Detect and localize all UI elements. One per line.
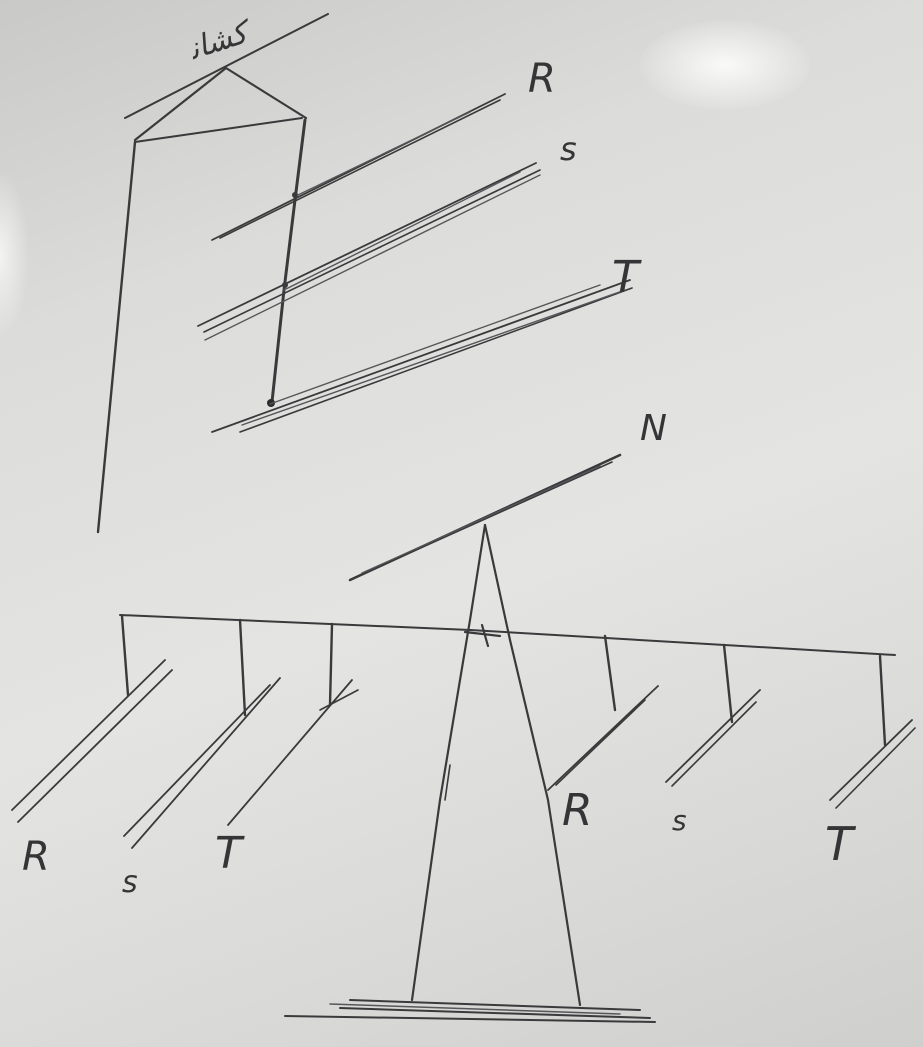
conductor-s-top	[197, 162, 541, 341]
label-r-bottom-left: R	[22, 834, 50, 880]
conductor-s-bottom-right	[665, 689, 761, 787]
header-note: ﻛﺸﺎﻧ	[184, 14, 257, 67]
pole-right-leg	[270, 118, 307, 404]
conductor-r-bottom-right	[547, 685, 659, 791]
conductor-r-top	[211, 93, 506, 241]
label-t-bottom-left: T	[215, 828, 245, 879]
top-slanted-line	[124, 13, 329, 119]
label-s-bottom-right: s	[672, 804, 687, 837]
pole-top-triangle	[133, 66, 308, 142]
tower-crossing	[463, 623, 502, 648]
conductor-t-top	[211, 279, 633, 433]
lower-tower	[284, 523, 656, 1023]
joint-dot-r	[292, 192, 298, 198]
crossarm-top	[134, 117, 303, 143]
conductor-n	[348, 453, 622, 582]
light-glare	[640, 20, 810, 110]
label-n: N	[640, 408, 667, 449]
tower-mark	[444, 764, 451, 801]
conductor-t-bottom-right	[829, 719, 916, 809]
label-s-bottom-left: s	[122, 865, 138, 900]
tower-left-leg	[410, 523, 487, 1002]
pole-left-leg	[96, 140, 137, 534]
conductor-r-bottom-left	[11, 659, 173, 823]
right-hangers	[603, 634, 887, 747]
upper-pole-structure	[96, 13, 329, 534]
label-t-top: T	[612, 252, 642, 303]
conductor-t-bottom-left	[227, 679, 359, 826]
tower-right-leg	[483, 523, 582, 1007]
label-t-bottom-right: T	[825, 817, 857, 871]
label-r-bottom-right: R	[562, 785, 593, 836]
left-hangers	[120, 614, 334, 717]
ground-base	[284, 999, 656, 1023]
lower-crossarm	[119, 614, 896, 656]
conductor-s-bottom-left	[123, 677, 281, 849]
label-r-top: R	[528, 56, 556, 102]
label-s-top: s	[560, 130, 577, 168]
